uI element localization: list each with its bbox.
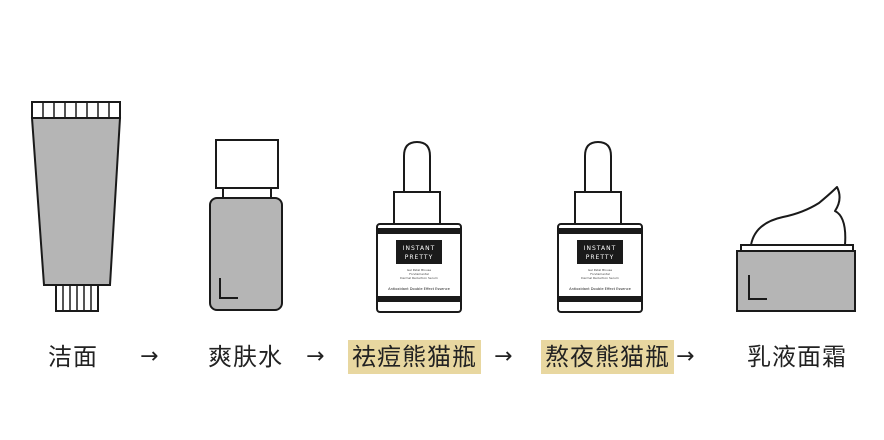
serum-bottom-line: Antioxidant Double Effect Essence (388, 287, 451, 291)
serum-brand-line2: PRETTY (586, 254, 614, 261)
tube-icon (30, 100, 125, 315)
serum-small-line3: Dermal Reduction Serum (400, 276, 438, 280)
serum-brand-line1: INSTANT (584, 245, 617, 252)
step-label-night-serum: 熬夜熊猫瓶 (541, 340, 674, 374)
serum-small-line3: Dermal Reduction Serum (581, 276, 619, 280)
serum-dropper-icon: INSTANT PRETTY Gel Petal Blouse Fondamen… (555, 140, 645, 315)
serum-small-line2: Fondamental (409, 272, 429, 276)
step-label-cleanse: 洁面 (48, 343, 98, 371)
cream-jar-icon (735, 183, 860, 315)
serum-small-line1: Gel Petal Blouse (588, 268, 612, 272)
arrow-icon: → (676, 344, 695, 369)
serum-brand-line1: INSTANT (403, 245, 436, 252)
step-label-toner: 爽肤水 (208, 343, 283, 371)
serum-bottom-line: Antioxidant Double Effect Essence (569, 287, 632, 291)
serum-small-line1: Gel Petal Blouse (407, 268, 431, 272)
serum-brand-line2: PRETTY (405, 254, 433, 261)
arrow-icon: → (494, 344, 513, 369)
step-label-lotion-cream: 乳液面霜 (747, 343, 847, 371)
serum-dropper-icon: INSTANT PRETTY Gel Petal Blouse Fondamen… (374, 140, 464, 315)
toner-bottle-icon (208, 138, 283, 313)
serum-small-line2: Fondamental (590, 272, 610, 276)
arrow-icon: → (140, 344, 159, 369)
step-label-acne-serum: 祛痘熊猫瓶 (348, 340, 481, 374)
arrow-icon: → (306, 344, 325, 369)
